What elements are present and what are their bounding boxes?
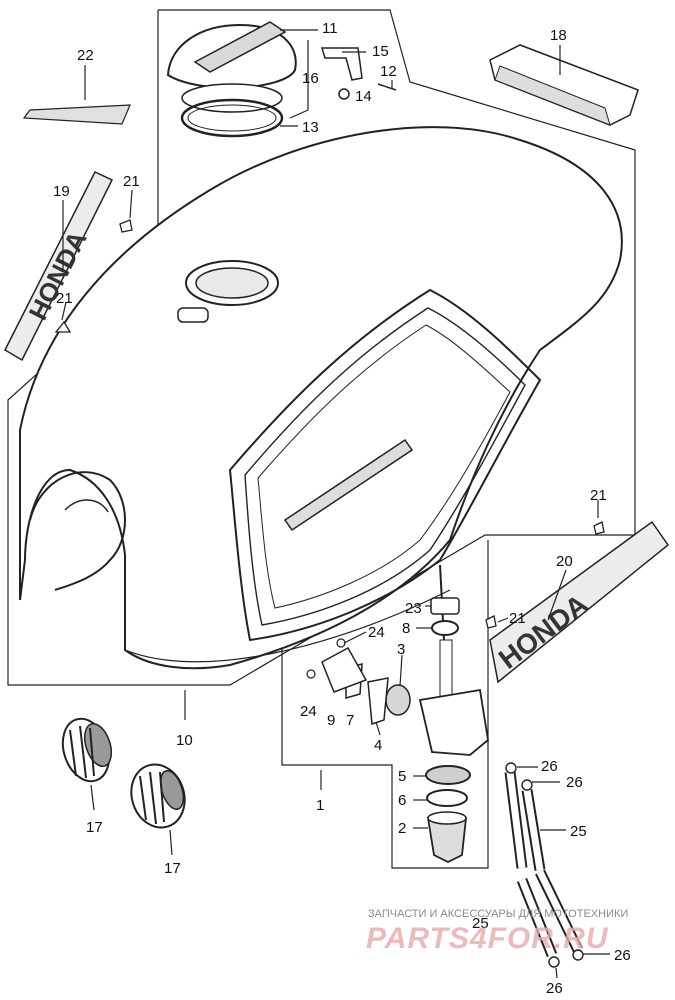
fuel-tank xyxy=(19,126,623,670)
fuel-valve xyxy=(306,564,489,864)
label-10: 10 xyxy=(176,732,193,749)
label-21-b: 21 xyxy=(56,290,73,307)
hose-clips xyxy=(505,762,584,968)
watermark-line1: ЗАПЧАСТИ И АКСЕССУАРЫ ДЛЯ МОТОТЕХНИКИ xyxy=(368,908,628,920)
watermark-line2: PARTS4FOR.RU xyxy=(366,922,609,955)
label-6: 6 xyxy=(398,792,406,809)
label-7: 7 xyxy=(346,712,354,729)
cushion-lower xyxy=(130,763,186,829)
cap-hardware xyxy=(320,47,397,100)
label-4: 4 xyxy=(374,737,382,754)
label-19: 19 xyxy=(53,183,70,200)
label-9: 9 xyxy=(327,712,335,729)
label-1: 1 xyxy=(316,797,324,814)
screws-21 xyxy=(54,219,605,629)
label-17-b: 17 xyxy=(164,860,181,877)
tank-mount-bracket xyxy=(489,44,639,126)
cushion-upper xyxy=(61,717,113,783)
label-24-a: 24 xyxy=(368,624,385,641)
fuel-hoses xyxy=(504,771,583,958)
label-12: 12 xyxy=(380,63,397,80)
label-20: 20 xyxy=(556,553,573,570)
label-21-a: 21 xyxy=(123,173,140,190)
label-26-d: 26 xyxy=(546,980,563,997)
label-5: 5 xyxy=(398,768,406,785)
label-26-c: 26 xyxy=(614,947,631,964)
part-labels: 11 16 13 15 12 14 18 22 19 21 21 21 20 2… xyxy=(53,20,631,997)
label-25-b: 25 xyxy=(472,915,489,932)
label-21-d: 21 xyxy=(509,610,526,627)
label-26-b: 26 xyxy=(566,774,583,791)
label-3: 3 xyxy=(397,641,405,658)
leader-lines xyxy=(61,29,610,979)
fuel-cap xyxy=(166,21,297,138)
rubber-cushions xyxy=(61,717,186,829)
label-8: 8 xyxy=(402,620,410,637)
label-25-a: 25 xyxy=(570,823,587,840)
label-23: 23 xyxy=(405,600,422,617)
label-11: 11 xyxy=(322,20,338,37)
stripe-decal xyxy=(22,104,131,125)
label-18: 18 xyxy=(550,27,567,44)
label-14: 14 xyxy=(355,88,372,105)
label-2: 2 xyxy=(398,820,406,837)
label-22: 22 xyxy=(77,47,94,64)
label-26-a: 26 xyxy=(541,758,558,775)
label-24-b: 24 xyxy=(300,703,317,720)
label-21-c: 21 xyxy=(590,487,607,504)
emblem-right: HONDA xyxy=(489,520,670,684)
label-13: 13 xyxy=(302,119,319,136)
label-17-a: 17 xyxy=(86,819,103,836)
label-16: 16 xyxy=(302,70,319,87)
label-15: 15 xyxy=(372,43,389,60)
watermark: ЗАПЧАСТИ И АКСЕССУАРЫ ДЛЯ МОТОТЕХНИКИ PA… xyxy=(366,908,628,955)
